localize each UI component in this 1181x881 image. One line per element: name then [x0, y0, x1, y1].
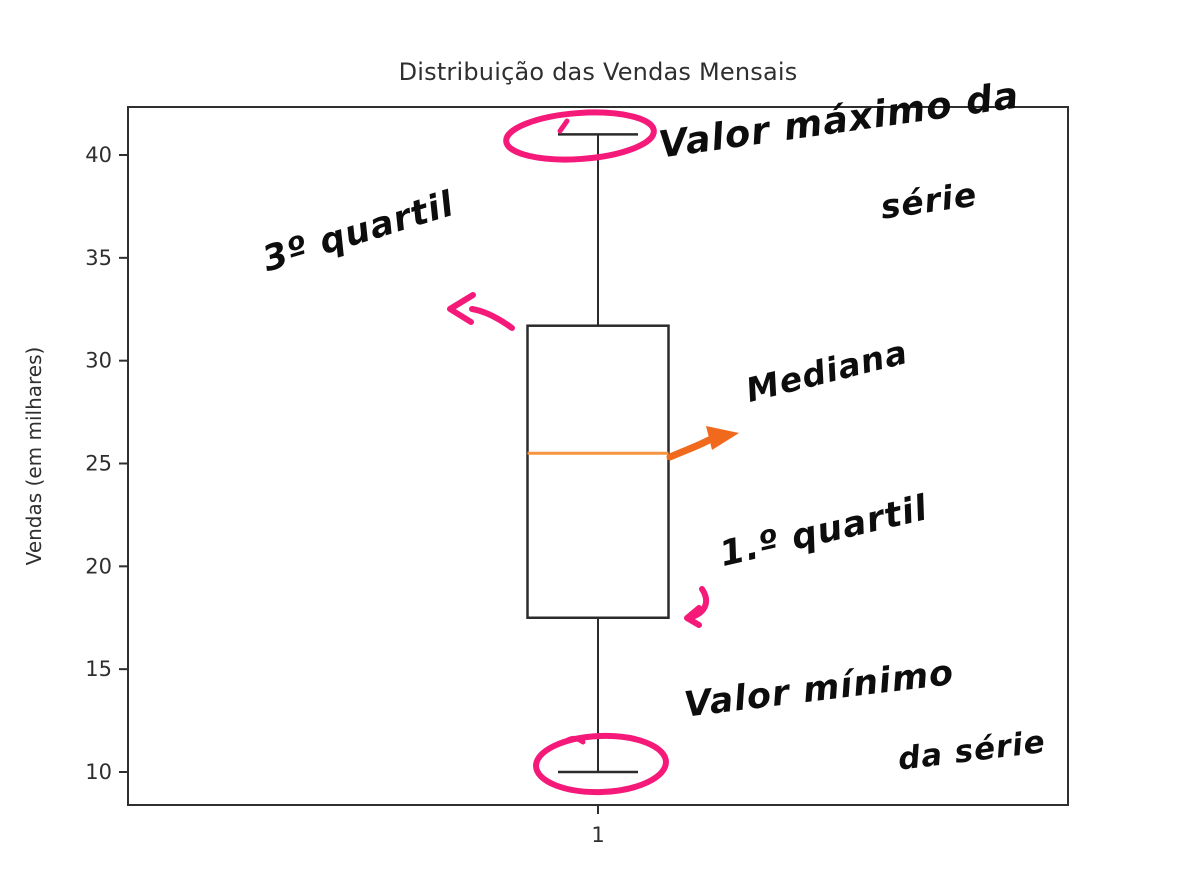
max-highlight-pen-mark: [557, 118, 570, 134]
y-tick-label: 30: [85, 349, 112, 373]
median-arrow-shaft: [666, 436, 713, 461]
iqr-box: [526, 324, 670, 619]
min-highlight-circle: [533, 732, 669, 796]
y-tick-label: 10: [85, 760, 112, 784]
q3-arrow-shaft: [469, 306, 515, 331]
median-arrow-head: [706, 426, 739, 450]
q1-arrow-shaft: [689, 586, 710, 620]
y-tick-label: 40: [85, 143, 112, 167]
y-tick-label: 25: [85, 452, 112, 476]
chart-title: Distribuição das Vendas Mensais: [398, 58, 798, 86]
y-tick-label: 15: [85, 657, 112, 681]
q3-arrow-head: [447, 292, 476, 325]
y-tick-label: 35: [85, 246, 112, 270]
max-highlight-circle: [503, 109, 657, 163]
x-tick-label: 1: [591, 823, 604, 847]
q1-arrow-head: [684, 605, 702, 628]
y-tick-label: 20: [85, 554, 112, 578]
min-highlight-pen-mark: [562, 736, 586, 745]
